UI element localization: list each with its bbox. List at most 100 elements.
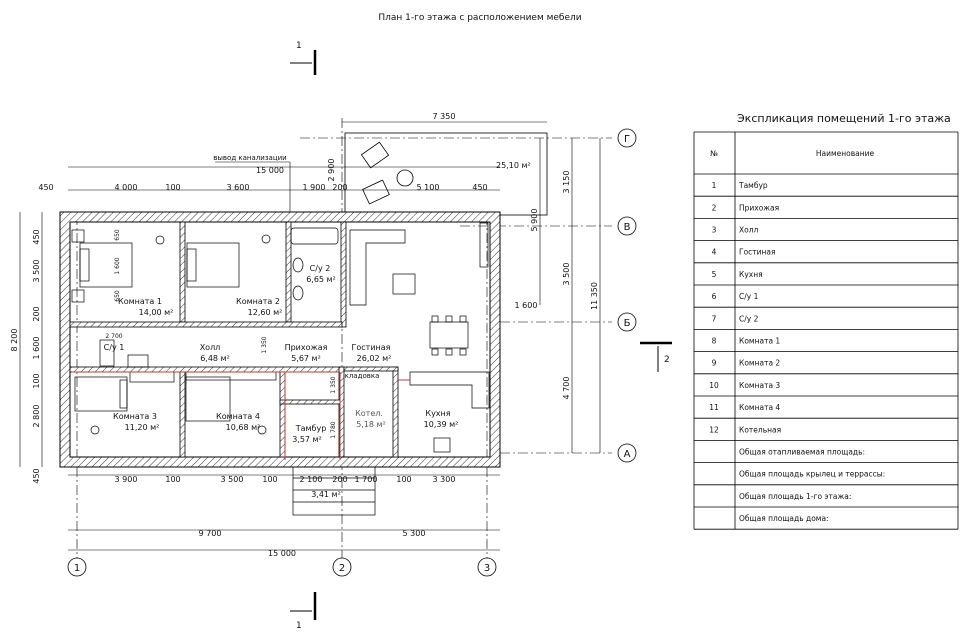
svg-text:15 000: 15 000 [268,549,296,558]
heating-pipes [72,371,410,460]
room-label-gostinaya: Гостиная 26,02 м² [352,343,392,363]
explication-row-num: 4 [712,248,717,257]
svg-text:3 900: 3 900 [115,475,138,484]
svg-text:3 500: 3 500 [32,260,41,283]
svg-text:3 600: 3 600 [227,183,250,192]
svg-text:1 900: 1 900 [303,183,326,192]
explication-row-num: 11 [709,403,719,412]
svg-text:100: 100 [396,475,411,484]
svg-text:2 700: 2 700 [105,333,122,340]
svg-text:2 800: 2 800 [32,405,41,428]
section-mark-top: 1 [290,41,317,75]
svg-text:3 500: 3 500 [221,475,244,484]
explication-row-name: Комната 3 [739,381,780,390]
exterior-walls [59,211,501,468]
drawing-title: План 1-го этажа с расположением мебели [378,13,581,23]
svg-text:1 600: 1 600 [515,301,538,310]
svg-text:11 350: 11 350 [590,282,599,310]
svg-text:Комната 4: Комната 4 [216,412,260,421]
room-label-holl: Холл 6,48 м² [200,343,230,363]
svg-text:200: 200 [32,306,41,321]
svg-text:1 700: 1 700 [355,475,378,484]
explication-row-num: 3 [712,226,717,235]
svg-text:1: 1 [296,41,302,51]
svg-text:3,57 м²: 3,57 м² [292,435,322,444]
room-label-tambur: Тамбур 3,57 м² [292,424,326,444]
dimension-lines [19,121,601,551]
axis-bubble-g: Г [617,128,637,148]
explication-col-name: Наименование [816,149,875,158]
room-label-prihozhaya: Прихожая 5,67 м² [285,343,328,363]
svg-text:1 350: 1 350 [330,376,337,393]
explication-row-num: 8 [712,337,717,346]
svg-text:3 300: 3 300 [433,475,456,484]
svg-text:5,67 м²: 5,67 м² [291,354,321,363]
explication-total-label: Общая площадь дома: [739,514,829,523]
room-label-komnata2: Комната 2 12,60 м² [236,297,282,317]
svg-text:100: 100 [165,183,180,192]
svg-text:3 500: 3 500 [562,263,571,286]
svg-text:15 000: 15 000 [256,166,284,175]
svg-text:450: 450 [472,183,487,192]
svg-text:Котел.: Котел. [355,409,383,418]
svg-text:1: 1 [74,563,80,574]
svg-text:450: 450 [32,229,41,244]
svg-text:6,65 м²: 6,65 м² [306,275,336,284]
room-label-komnata1: Комната 1 14,00 м² [118,297,173,317]
room-label-kuhnya: Кухня 10,39 м² [424,409,459,429]
explication-row-num: 2 [712,203,717,212]
axis-bubble-3: 3 [477,557,497,577]
dimension-texts: 7 350 15 000 450 4 000 100 3 600 1 900 2… [10,112,599,558]
svg-text:650: 650 [114,290,121,302]
svg-text:Б: Б [624,318,631,329]
explication-row-num: 12 [709,425,719,434]
svg-text:Комната 3: Комната 3 [113,412,157,421]
svg-text:1 780: 1 780 [330,421,337,438]
svg-text:С/у 1: С/у 1 [104,343,125,352]
svg-text:100: 100 [32,373,41,388]
svg-text:14,00 м²: 14,00 м² [139,308,174,317]
svg-text:1 600: 1 600 [32,337,41,360]
section-mark-right: 2 [640,341,672,372]
explication-row-name: Кухня [739,270,763,279]
svg-text:вывод канализации: вывод канализации [213,154,286,162]
svg-text:Тамбур: Тамбур [295,424,327,433]
svg-text:100: 100 [165,475,180,484]
svg-text:Гостиная: Гостиная [352,343,391,352]
svg-text:1 350: 1 350 [261,336,268,353]
svg-text:450: 450 [38,183,53,192]
interior-walls [69,221,399,458]
explication-total-label: Общая площадь 1-го этажа: [739,492,851,501]
svg-text:12,60 м²: 12,60 м² [248,308,283,317]
axis-bubble-2: 2 [332,557,352,577]
svg-text:2 100: 2 100 [300,475,323,484]
explication-row-num: 9 [712,359,717,368]
svg-text:5 900: 5 900 [530,209,539,232]
explication-col-num: № [710,149,718,158]
room-label-kotel: Котел. 5,18 м² [355,409,386,429]
terrace-area: 25,10 м² [496,161,531,170]
explication-row-name: Котельная [739,425,781,434]
closet-label: кладовка [345,372,380,380]
explication-row-name: Комната 2 [739,359,780,368]
explication-row-name: Комната 4 [739,403,780,412]
axis-bubble-1: 1 [67,557,87,577]
axis-bubble-b: Б [617,312,637,332]
svg-text:В: В [624,222,631,233]
axis-bubble-v: В [617,216,637,236]
svg-text:450: 450 [32,468,41,483]
explication-row-name: Тамбур [738,181,768,190]
svg-text:3 150: 3 150 [562,171,571,194]
svg-text:100: 100 [262,475,277,484]
room-label-komnata4: Комната 4 10,68 м² [216,412,260,432]
svg-text:Г: Г [624,134,630,145]
svg-text:2: 2 [339,563,345,574]
svg-text:3,41 м²: 3,41 м² [311,490,341,499]
svg-text:5 300: 5 300 [403,529,426,538]
svg-text:4 700: 4 700 [562,377,571,400]
terrace [344,132,548,216]
furniture [71,222,490,453]
explication-row-name: Гостиная [739,248,776,257]
explication-row-num: 1 [712,181,717,190]
